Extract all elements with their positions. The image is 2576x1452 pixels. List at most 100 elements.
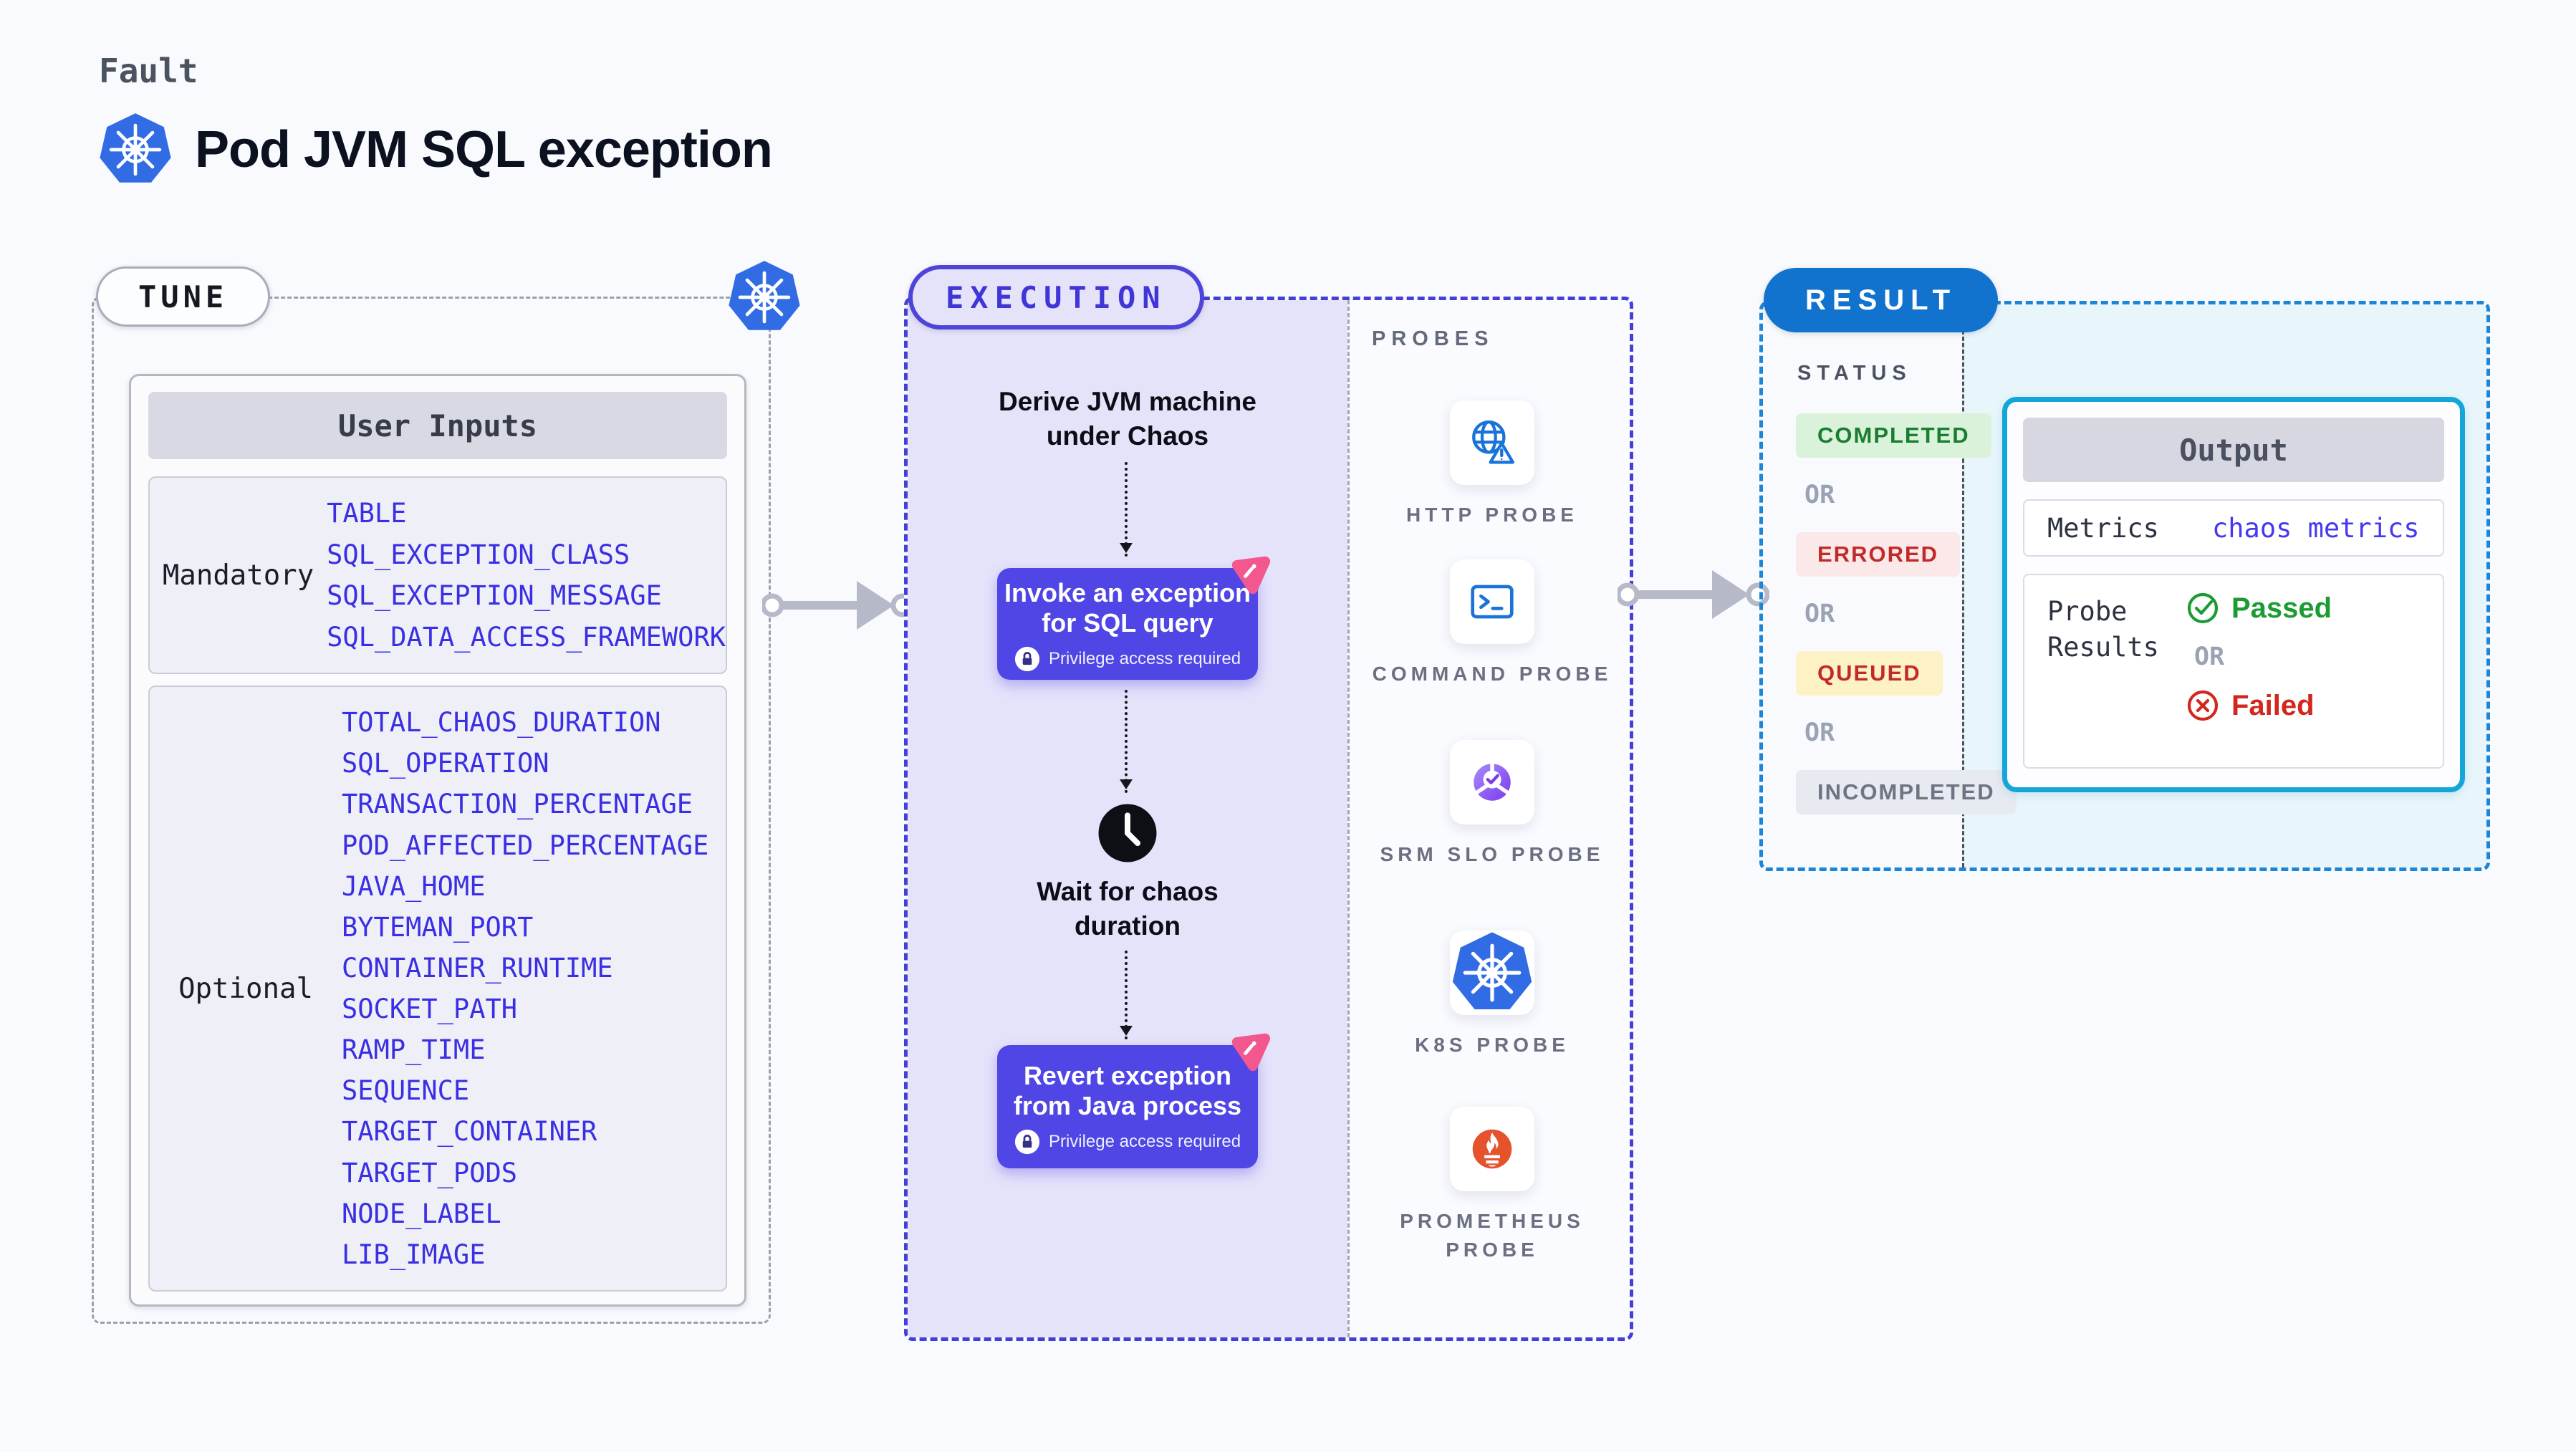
mandatory-params-list: TABLE SQL_EXCEPTION_CLASS SQL_EXCEPTION_ME… <box>327 478 726 673</box>
privilege-note: Privilege access required <box>1014 646 1241 672</box>
probe-item: K8S PROBE <box>1367 931 1618 1059</box>
probe-label: K8S PROBE <box>1415 1034 1570 1056</box>
probe-label: SRM SLO PROBE <box>1380 843 1605 865</box>
probe-results-row: Probe Results Passed OR Failed <box>2023 574 2444 769</box>
or-separator: OR <box>1804 600 1835 628</box>
metrics-label: Metrics <box>2047 512 2159 544</box>
metrics-row: Metrics chaos metrics <box>2023 499 2444 557</box>
page-title: Pod JVM SQL exception <box>195 121 773 178</box>
connector-wait-to-revert <box>1120 951 1133 1039</box>
result-section-box: STATUS COMPLETED OR ERRORED OR QUEUED OR INCOM… <box>1759 301 2490 871</box>
passed-verdict: Passed <box>2186 591 2332 625</box>
connector-invoke-to-wait <box>1120 690 1133 793</box>
param-item: SQL_OPERATION <box>342 748 549 779</box>
metrics-value: chaos metrics <box>2212 512 2420 544</box>
param-item: JAVA_HOME <box>342 870 486 902</box>
probes-heading: PROBES <box>1372 327 1494 350</box>
fault-kind-label: Fault <box>99 52 198 90</box>
probe-results-values: Passed OR Failed <box>2186 591 2332 723</box>
probe-results-label: Probe Results <box>2047 596 2159 663</box>
param-item: SEQUENCE <box>342 1075 470 1107</box>
or-separator: OR <box>1804 718 1835 747</box>
param-item: TABLE <box>327 498 407 529</box>
x-circle-icon <box>2186 688 2220 723</box>
execution-section-badge: EXECUTION <box>908 265 1204 330</box>
probe-item: PROMETHEUS PROBE <box>1367 1107 1618 1264</box>
failed-label: Failed <box>2231 689 2315 721</box>
invoke-step-line2: for SQL query <box>1042 608 1213 638</box>
execution-section-box: Derive JVM machine under Chaos Invoke an… <box>904 297 1633 1341</box>
param-item: POD_AFFECTED_PERCENTAGE <box>342 830 709 861</box>
param-item: RAMP_TIME <box>342 1034 486 1066</box>
revert-step-line2: from Java process <box>1013 1091 1242 1120</box>
probe-label: PROMETHEUS PROBE <box>1400 1210 1585 1261</box>
probe-label: COMMAND PROBE <box>1372 663 1613 685</box>
optional-params-list: TOTAL_CHAOS_DURATION SQL_OPERATION TRANSAC… <box>342 687 726 1290</box>
probe-label: HTTP PROBE <box>1406 504 1578 526</box>
mandatory-params-row: Mandatory TABLE SQL_EXCEPTION_CLASS SQL_EX… <box>148 476 727 674</box>
kubernetes-icon <box>726 259 802 335</box>
or-separator: OR <box>1804 481 1835 509</box>
revert-step-line1: Revert exception <box>1023 1061 1232 1090</box>
execution-to-result-arrow <box>1618 559 1769 630</box>
invoke-exception-step-button: Invoke an exception for SQL query Privil… <box>997 568 1258 680</box>
status-list: COMPLETED OR ERRORED OR QUEUED OR INCOMPLETED <box>1796 413 2017 837</box>
or-separator: OR <box>2194 643 2225 671</box>
param-item: SOCKET_PATH <box>342 994 518 1024</box>
privilege-note: Privilege access required <box>1014 1129 1241 1155</box>
slo-donut-icon <box>1450 740 1534 824</box>
param-item: SQL_DATA_ACCESS_FRAMEWORK <box>327 621 726 653</box>
invoke-step-line1: Invoke an exception <box>1004 578 1251 607</box>
check-circle-icon <box>2186 591 2220 625</box>
execution-probes-divider <box>1347 300 1350 1337</box>
param-item: TOTAL_CHAOS_DURATION <box>342 707 661 739</box>
wait-step-line2: duration <box>1075 911 1181 941</box>
prometheus-icon <box>1450 1107 1534 1191</box>
lock-icon <box>1014 646 1040 672</box>
user-inputs-card: User Inputs Mandatory TABLE SQL_EXCEPTION… <box>129 374 746 1307</box>
param-item: BYTEMAN_PORT <box>342 911 534 943</box>
failed-verdict: Failed <box>2186 688 2332 723</box>
probe-item: COMMAND PROBE <box>1367 559 1618 688</box>
tune-section-badge: TUNE <box>96 266 271 327</box>
optional-params-row: Optional TOTAL_CHAOS_DURATION SQL_OPERATI… <box>148 686 727 1292</box>
globe-alert-icon <box>1450 400 1534 485</box>
chaos-pink-badge-icon <box>1226 552 1272 598</box>
connector-derive-to-invoke <box>1120 462 1133 557</box>
tune-section-box <box>92 297 771 1324</box>
terminal-icon <box>1450 559 1534 644</box>
privilege-note-text: Privilege access required <box>1048 1132 1241 1151</box>
revert-exception-step-button: Revert exception from Java process Privi… <box>997 1045 1258 1168</box>
param-item: SQL_EXCEPTION_CLASS <box>327 539 630 570</box>
output-card: Output Metrics chaos metrics Probe Resul… <box>2002 397 2465 792</box>
status-badge: ERRORED <box>1796 532 1961 577</box>
param-item: CONTAINER_RUNTIME <box>342 952 613 984</box>
passed-label: Passed <box>2231 592 2332 624</box>
param-item: SQL_EXCEPTION_MESSAGE <box>327 580 662 612</box>
param-item: TARGET_PODS <box>342 1157 518 1188</box>
derive-step-line2: under Chaos <box>1046 421 1209 451</box>
probe-item: SRM SLO PROBE <box>1367 740 1618 869</box>
param-item: NODE_LABEL <box>342 1198 501 1229</box>
kubernetes-icon <box>1450 931 1534 1015</box>
result-section-badge: RESULT <box>1764 268 1999 332</box>
chaos-pink-badge-icon <box>1226 1029 1272 1075</box>
param-item: TRANSACTION_PERCENTAGE <box>342 789 693 820</box>
param-item: TARGET_CONTAINER <box>342 1116 597 1148</box>
output-title: Output <box>2023 418 2444 482</box>
clock-icon <box>1096 802 1159 865</box>
status-heading: STATUS <box>1797 362 1912 385</box>
optional-label: Optional <box>178 972 313 1005</box>
derive-step-line1: Derive JVM machine <box>999 387 1256 416</box>
privilege-note-text: Privilege access required <box>1048 649 1241 668</box>
probe-item: HTTP PROBE <box>1367 400 1618 529</box>
status-badge: INCOMPLETED <box>1796 770 2017 814</box>
wait-step-text: Wait for chaos duration <box>963 875 1292 943</box>
mandatory-label: Mandatory <box>162 559 314 592</box>
lock-icon <box>1014 1129 1040 1155</box>
wait-step-line1: Wait for chaos <box>1037 877 1219 906</box>
user-inputs-title: User Inputs <box>148 392 727 459</box>
status-badge: QUEUED <box>1796 651 1943 696</box>
status-badge: COMPLETED <box>1796 413 1991 458</box>
